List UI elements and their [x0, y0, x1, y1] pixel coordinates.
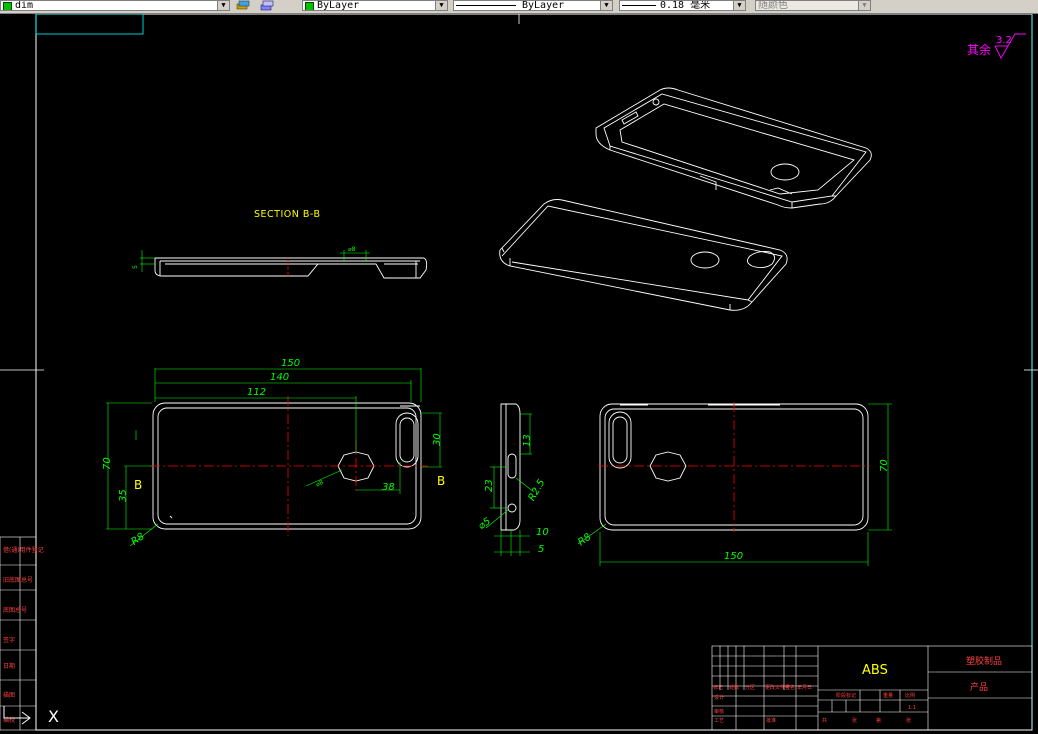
chevron-down-icon[interactable]: ▼: [600, 1, 612, 10]
ucs-icon: [3, 706, 31, 725]
section-marker-left: B: [134, 478, 142, 492]
part-name-text: 产品: [970, 681, 988, 693]
front-centerlines: [150, 396, 428, 536]
linetype-preview: [456, 4, 516, 6]
front-dim-150: 150: [281, 358, 300, 369]
tb-scale: 1:1: [908, 705, 916, 711]
front-dim-35: 35: [118, 489, 129, 502]
tb-header-0: 标记: [713, 684, 723, 691]
chevron-down-icon[interactable]: ▼: [733, 1, 745, 10]
chevron-down-icon[interactable]: ▼: [435, 1, 447, 10]
side-dim-5: 5: [538, 544, 544, 555]
tb-row-0: 设计: [714, 694, 724, 701]
back-dims: [577, 403, 892, 566]
back-dim-70: 70: [879, 459, 890, 472]
side-label-0: 借(通)用件登记: [3, 546, 44, 554]
tb-row-3: 批准: [766, 717, 776, 724]
front-dim-70: 70: [102, 457, 113, 470]
side-label-5: 描图: [3, 691, 15, 699]
roughness-value: 3.2: [996, 35, 1012, 46]
side-dims: [485, 413, 535, 556]
linetype-value: ByLayer: [522, 0, 565, 11]
color-swatch: [305, 2, 314, 10]
tb-header-5: 年月日: [797, 684, 812, 691]
front-dim-hole: ⌀8: [315, 479, 325, 489]
layer-color-swatch: [3, 2, 12, 10]
linetype-combo[interactable]: ByLayer ▼: [453, 0, 613, 11]
iso-shell-back: [499, 199, 788, 311]
drawing-canvas[interactable]: 借(通)用件登记 旧底图总号 底图总号 签字 日期 描图 描校 X 其余 3.2: [0, 14, 1038, 734]
layer-combo[interactable]: dim ▼: [0, 0, 230, 11]
roughness-label: 其余: [967, 42, 991, 57]
section-dims: [140, 250, 370, 272]
properties-toolbar: dim ▼ ByLayer ▼ ByLayer ▼ 0.18 毫米 ▼ 随颜色 …: [0, 0, 1038, 14]
back-dim-150: 150: [724, 551, 743, 562]
section-marker-right: B: [437, 474, 445, 488]
tb-stage-2: 比例: [905, 692, 915, 699]
side-registration-panel: [0, 536, 37, 731]
side-label-3: 签字: [3, 636, 15, 644]
back-centerlines: [598, 402, 870, 532]
tb-header-2: 分区: [745, 684, 755, 691]
layer-manager-icon[interactable]: [260, 0, 274, 11]
side-label-6: 描校: [3, 716, 15, 724]
chevron-down-icon: ▼: [858, 1, 870, 10]
tb-row-1: 审核: [714, 708, 724, 715]
section-dim-hole: ⌀8: [348, 246, 356, 253]
lineweight-combo[interactable]: 0.18 毫米 ▼: [619, 0, 746, 11]
tb-header-1: 处数: [729, 684, 739, 691]
plotstyle-combo: 随颜色 ▼: [755, 0, 871, 11]
title-block: [711, 645, 1033, 731]
side-dim-10: 10: [536, 527, 549, 538]
front-dim-112: 112: [247, 387, 266, 398]
drawing-frame: [35, 14, 1033, 731]
iso-case-open: [595, 87, 872, 209]
side-dim-dia5: ⌀5: [476, 516, 492, 532]
layer-name: dim: [15, 0, 34, 11]
tb-header-3: 更改文件号: [765, 684, 790, 691]
ucs-x-label: X: [48, 707, 59, 726]
side-dim-r2-5: R2.5: [527, 478, 548, 503]
side-label-4: 日期: [3, 662, 15, 670]
lineweight-value: 0.18 毫米: [660, 0, 711, 11]
front-dim-140: 140: [270, 372, 289, 383]
tb-stage-0: 阶段标记: [836, 692, 856, 699]
layer-previous-icon[interactable]: [236, 0, 250, 11]
tb-header-4: 签名: [785, 684, 795, 691]
side-label-1: 旧底图总号: [3, 576, 33, 584]
front-dims: [106, 368, 442, 547]
plotstyle-value: 随颜色: [758, 0, 788, 11]
back-dim-r8: R8: [576, 532, 593, 549]
tb-row-2: 工艺: [714, 718, 724, 724]
company-text: 塑胶制品: [966, 655, 1002, 667]
tb-sheet-3: 张: [906, 717, 911, 724]
side-label-2: 底图总号: [3, 606, 27, 614]
lineweight-preview: [622, 4, 656, 6]
section-view: [154, 257, 428, 279]
material-text: ABS: [862, 663, 888, 678]
roughness-symbol: 其余 3.2: [967, 33, 1026, 59]
tb-sheet-1: 张: [852, 717, 857, 724]
front-dim-38: 38: [382, 482, 395, 493]
color-value: ByLayer: [317, 0, 360, 11]
side-dim-23: 23: [484, 479, 495, 492]
front-dim-r8: R8: [129, 531, 146, 548]
section-title: SECTION B-B: [254, 209, 321, 220]
chevron-down-icon[interactable]: ▼: [217, 1, 229, 10]
side-dim-13: 13: [522, 434, 533, 447]
section-dim-left: 5: [132, 265, 139, 269]
tb-sheet-0: 共: [822, 717, 827, 724]
color-combo[interactable]: ByLayer ▼: [302, 0, 448, 11]
tb-stage-1: 重量: [883, 692, 893, 699]
tb-sheet-2: 第: [876, 717, 881, 724]
front-dim-30: 30: [432, 433, 443, 446]
